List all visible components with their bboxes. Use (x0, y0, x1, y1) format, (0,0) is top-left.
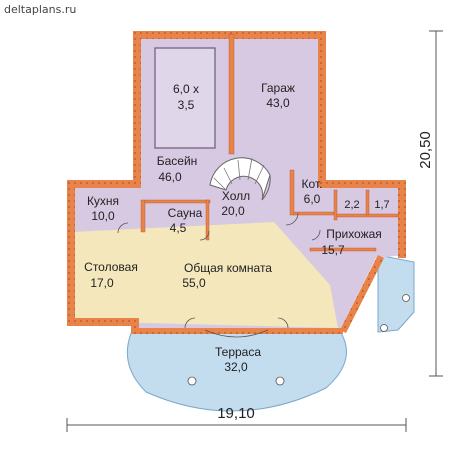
site-url: deltaplans.ru (4, 3, 76, 16)
interior-walls (140, 33, 399, 252)
hall-name: Холл (222, 189, 250, 203)
sauna-name: Сауна (168, 206, 203, 220)
entrance-balcony (377, 254, 415, 333)
garage-area: 43,0 (266, 96, 290, 110)
entrance-name: Прихожая (326, 227, 382, 241)
entrance-area: 15,7 (321, 243, 345, 257)
bath-b-area: 1,7 (374, 199, 389, 211)
pool-basin (154, 47, 216, 149)
width-dimension (66, 418, 407, 432)
dining-area: 17,0 (90, 276, 114, 290)
terrace-area (126, 330, 347, 412)
terrace-area-value: 32,0 (224, 360, 248, 374)
basin-area: 46,0 (158, 170, 182, 184)
basin-name: Басейн (157, 154, 198, 168)
height-label: 20,50 (417, 131, 434, 169)
living-floor (72, 222, 338, 328)
bath-a-area: 2,2 (344, 199, 359, 211)
hall-area: 20,0 (221, 204, 245, 218)
boiler-area: 6,0 (304, 192, 321, 206)
living-area: 55,0 (182, 276, 206, 290)
kitchen-name: Кухня (87, 194, 119, 208)
sauna-area: 4,5 (170, 221, 187, 235)
terrace-name: Терраса (215, 345, 261, 359)
height-dimension (429, 30, 443, 377)
kitchen-area: 10,0 (91, 209, 115, 223)
width-label: 19,10 (217, 405, 255, 422)
door-swings (117, 212, 321, 338)
spiral-stair (209, 157, 271, 201)
living-name: Общая комната (184, 261, 272, 275)
dining-name: Столовая (84, 260, 138, 274)
garage-name: Гараж (261, 81, 295, 95)
boiler-name: Кот. (302, 177, 323, 191)
terrace-columns (187, 294, 410, 386)
pool-size-line1: 6,0 х (173, 82, 199, 96)
pool-size-line2: 3,5 (178, 98, 195, 112)
